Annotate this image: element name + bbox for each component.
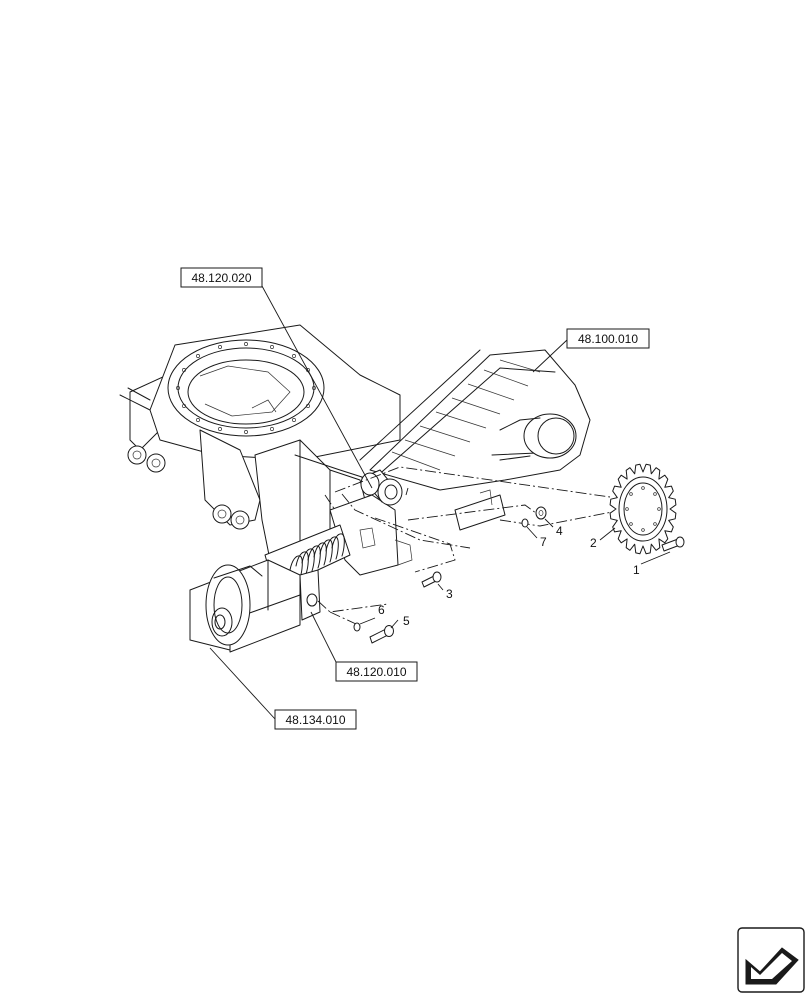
reference-box-48-100-010: 48.100.010	[566, 328, 650, 349]
bolt-item-1	[661, 536, 685, 552]
item-number-5: 5	[403, 614, 410, 628]
svg-text:48.100.010: 48.100.010	[578, 332, 638, 346]
washer-item-7	[521, 518, 529, 528]
reference-box-48-134-010: 48.134.010	[274, 709, 357, 730]
bolt-item-3	[421, 571, 442, 588]
reference-box-48-120-010: 48.120.010	[335, 661, 418, 682]
item-number-2: 2	[590, 536, 597, 550]
item-number-3: 3	[446, 587, 453, 601]
leader-lines	[209, 285, 671, 720]
washer-item-6	[353, 622, 361, 632]
svg-text:48.120.020: 48.120.020	[191, 271, 251, 285]
arrow-icon[interactable]	[737, 927, 805, 993]
reference-box-48-120-020: 48.120.020	[180, 267, 263, 288]
drive-sprocket	[609, 463, 677, 555]
bolt-item-5	[369, 625, 394, 644]
ring-bolt-holes	[176, 342, 316, 434]
item-number-6: 6	[378, 603, 385, 617]
nut-item-4	[535, 506, 547, 520]
item-number-7: 7	[540, 535, 547, 549]
svg-text:48.134.010: 48.134.010	[285, 713, 345, 727]
assembly-dashed-lines	[317, 466, 613, 625]
front-idler-housing	[189, 559, 321, 653]
undercarriage-frame	[119, 324, 506, 576]
svg-text:48.120.010: 48.120.010	[346, 665, 406, 679]
sprocket-bolt-holes	[625, 486, 661, 532]
rubber-track	[359, 349, 591, 491]
item-number-1: 1	[633, 563, 640, 577]
item-number-4: 4	[556, 524, 563, 538]
